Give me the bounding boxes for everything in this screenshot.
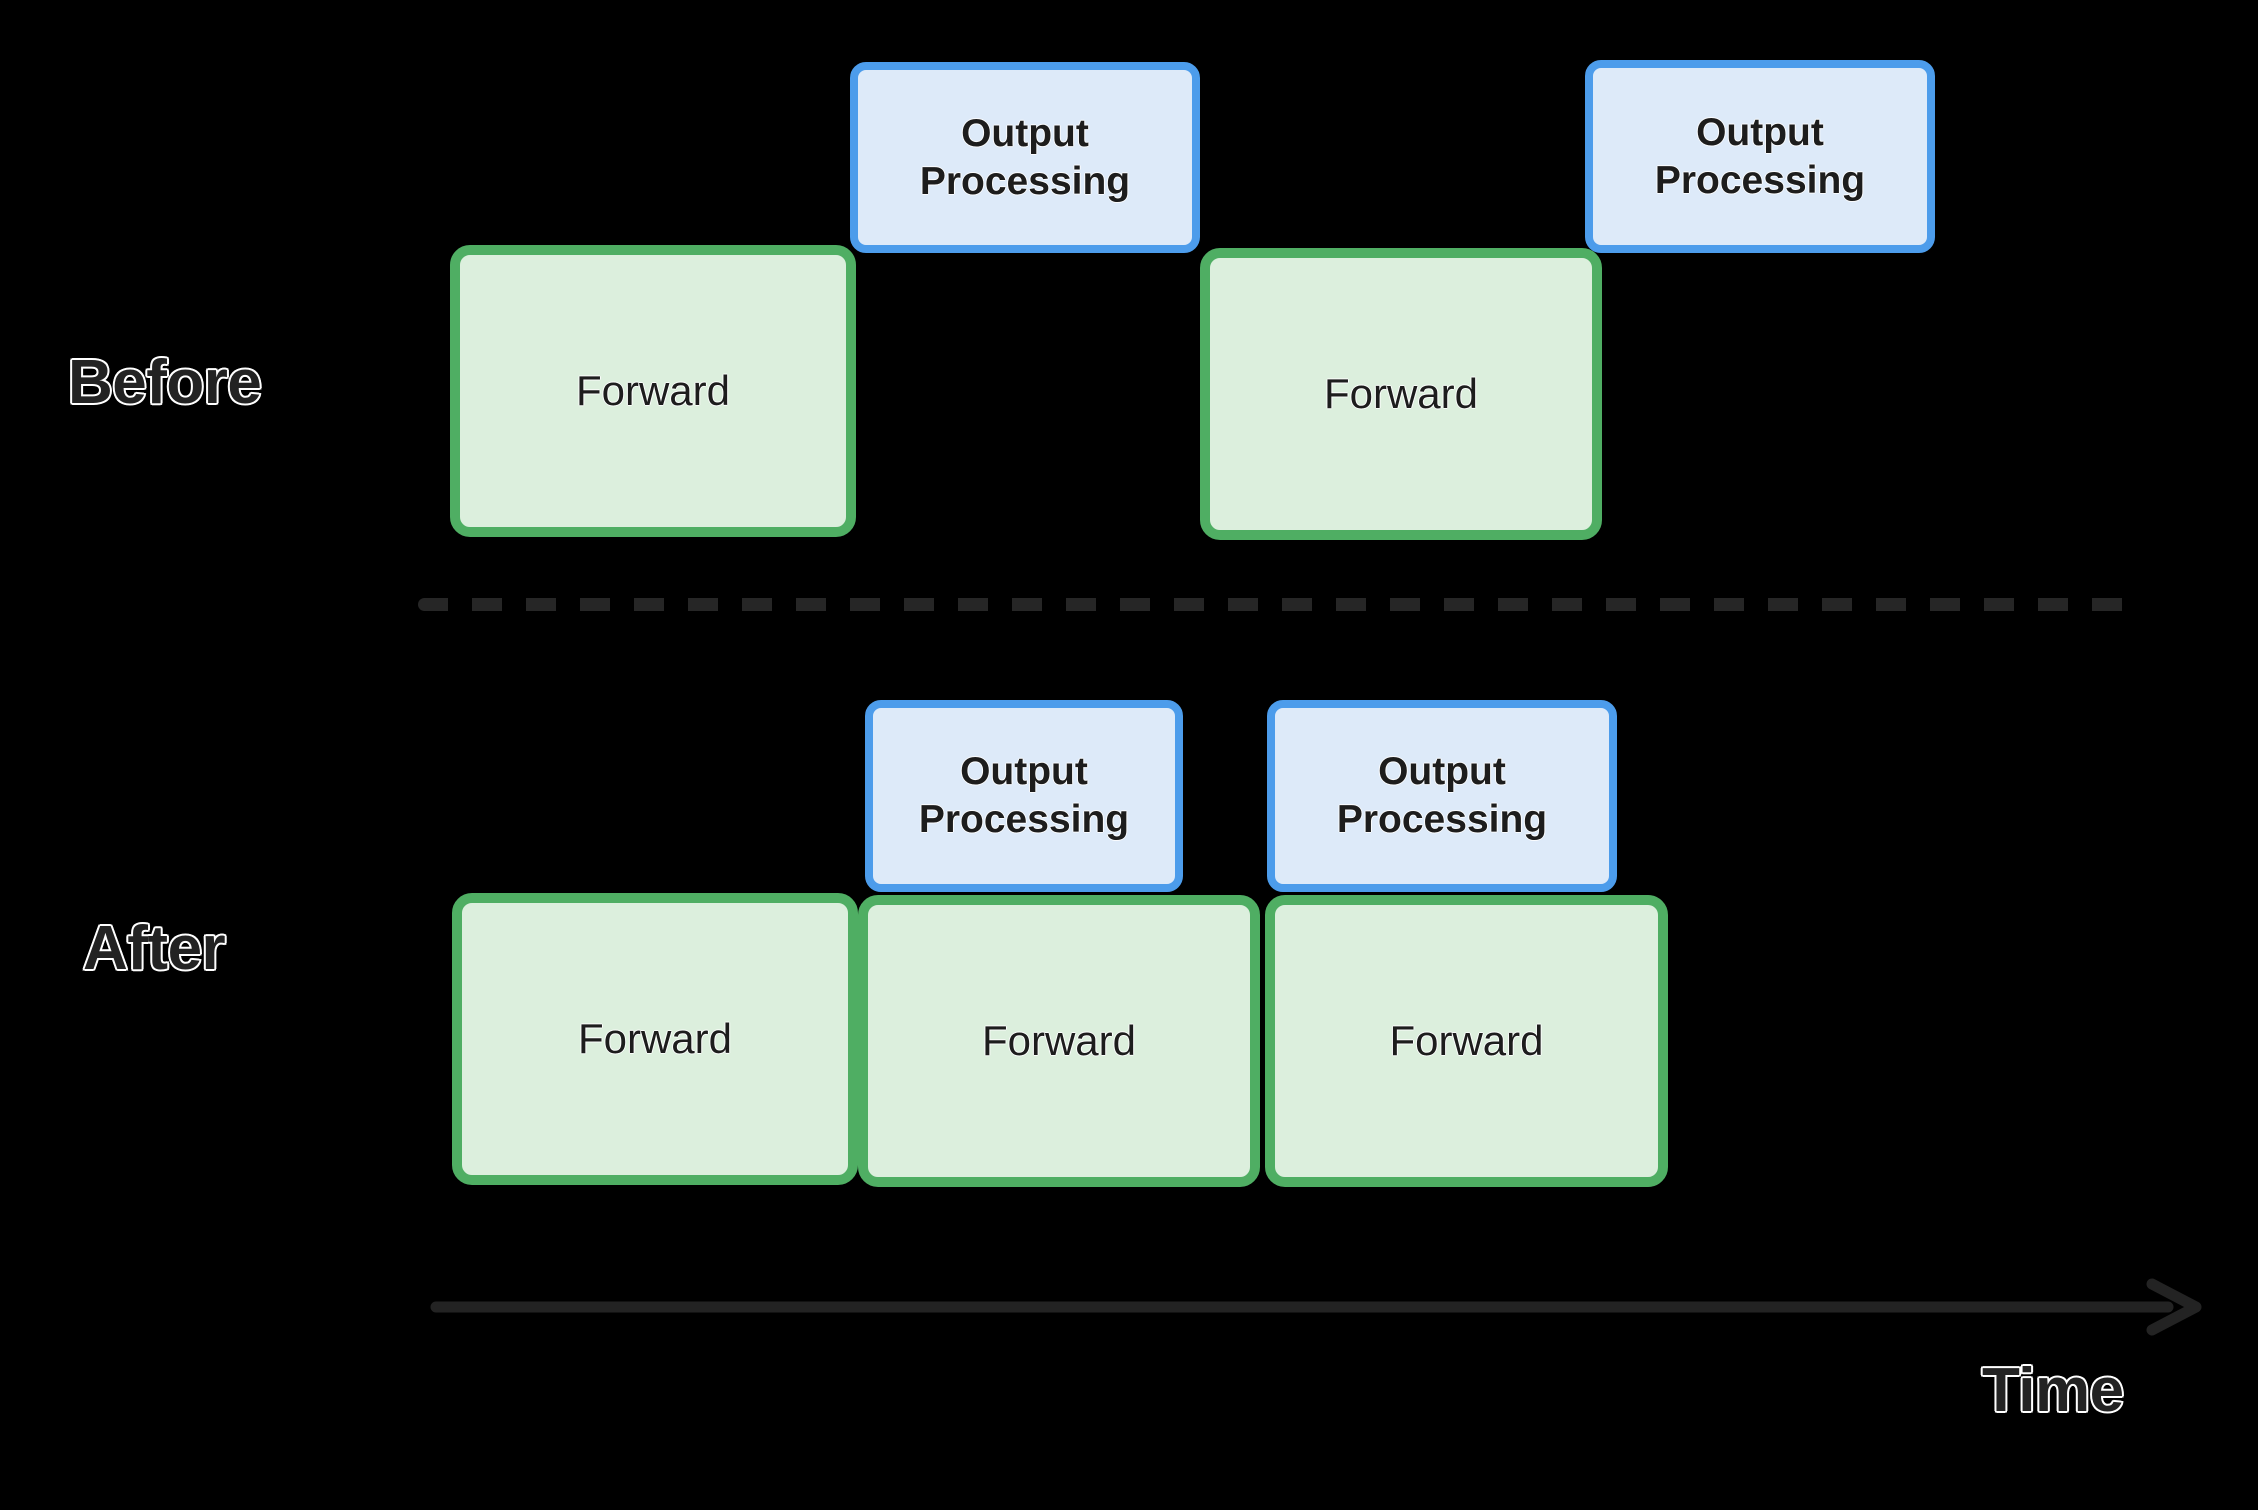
row-label-before: Before bbox=[66, 348, 263, 417]
output-line-1: Output bbox=[960, 750, 1088, 794]
output-line-1: Output bbox=[1696, 110, 1824, 154]
before-output-processing-block-1: Output Processing bbox=[850, 62, 1200, 253]
after-output-processing-block-2: Output Processing bbox=[1267, 700, 1617, 892]
before-forward-block-2: Forward bbox=[1200, 248, 1602, 540]
after-forward-block-1: Forward bbox=[452, 893, 858, 1185]
after-forward-block-3: Forward bbox=[1265, 895, 1668, 1187]
after-output-processing-label-2: Output Processing bbox=[1337, 748, 1547, 843]
after-forward-block-2: Forward bbox=[858, 895, 1260, 1187]
output-line-2: Processing bbox=[1336, 798, 1548, 841]
after-forward-label-1: Forward bbox=[577, 1015, 733, 1063]
output-line-1: Output bbox=[961, 111, 1089, 155]
output-line-1: Output bbox=[1378, 750, 1506, 794]
after-output-processing-block-1: Output Processing bbox=[865, 700, 1183, 892]
section-divider bbox=[418, 598, 2128, 611]
output-line-2: Processing bbox=[919, 159, 1131, 203]
output-line-2: Processing bbox=[918, 798, 1130, 841]
after-forward-label-2: Forward bbox=[981, 1017, 1137, 1065]
row-label-after: After bbox=[81, 914, 227, 983]
time-axis-arrow bbox=[430, 1278, 2202, 1336]
time-axis-arrowhead bbox=[2146, 1278, 2202, 1336]
before-output-processing-block-2: Output Processing bbox=[1585, 60, 1935, 253]
time-axis-label: Time bbox=[1981, 1356, 2126, 1425]
after-forward-label-3: Forward bbox=[1389, 1017, 1544, 1065]
before-forward-label-1: Forward bbox=[575, 367, 731, 415]
before-forward-block-1: Forward bbox=[450, 245, 856, 537]
before-forward-label-2: Forward bbox=[1323, 370, 1479, 418]
before-output-processing-label-2: Output Processing bbox=[1655, 109, 1865, 204]
after-output-processing-label-1: Output Processing bbox=[919, 748, 1129, 843]
before-output-processing-label-1: Output Processing bbox=[920, 110, 1130, 205]
output-line-2: Processing bbox=[1654, 158, 1866, 202]
